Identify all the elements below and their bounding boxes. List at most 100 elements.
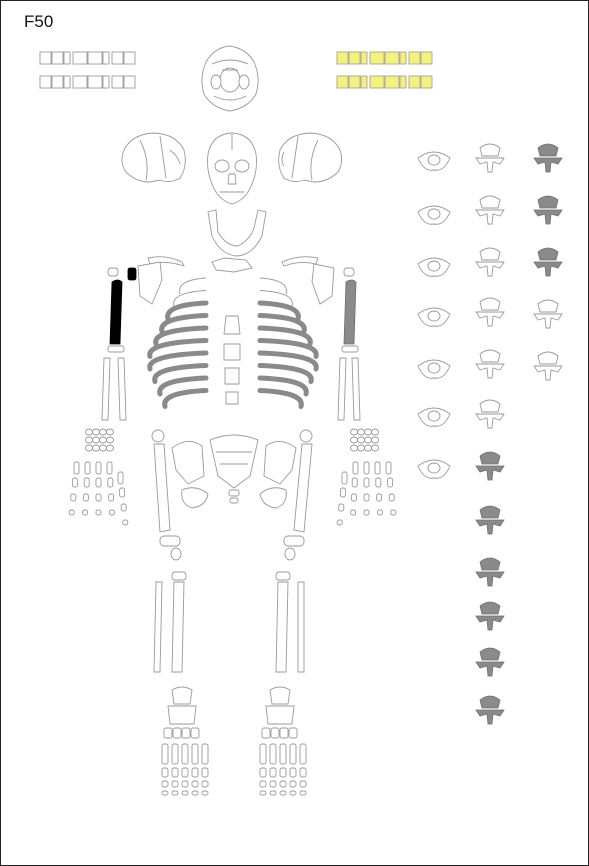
talus [172, 687, 192, 704]
vertebral-arch [534, 366, 562, 380]
tooth-box [112, 52, 123, 64]
vertebral-foramen [428, 261, 440, 271]
vertebral-arch [476, 414, 504, 428]
foot-bone [172, 791, 178, 795]
dentition-chart-permanent [337, 52, 432, 88]
tooth-box [124, 76, 135, 88]
hand-bone [386, 462, 391, 474]
hand-bone [377, 494, 382, 501]
tibia-fibula-right [276, 572, 304, 672]
hand-bone [364, 494, 369, 501]
vertebral-arch [476, 262, 504, 276]
foot-bone [280, 768, 286, 777]
hand-bone [364, 510, 369, 515]
carpal [372, 437, 379, 443]
hand-bone [340, 488, 345, 497]
vertebral-foramen [428, 311, 440, 321]
manubrium [212, 258, 252, 272]
tooth-box [337, 76, 348, 88]
tooth-box [385, 52, 399, 64]
foot-bone [260, 744, 266, 764]
carpal [100, 437, 107, 443]
vertebral-foramen [428, 209, 440, 219]
sternum [224, 316, 240, 404]
skull-anterior-view [208, 133, 257, 204]
ribs-left [150, 278, 206, 407]
tooth-box [103, 52, 109, 64]
carpal [100, 429, 107, 435]
cervical-vertebra [418, 152, 450, 170]
foot-bone [300, 768, 306, 777]
hand-bone [391, 510, 396, 515]
hand-bone [352, 478, 357, 487]
tooth-box [421, 76, 432, 88]
vertebral-body [480, 400, 500, 412]
tarsal [262, 728, 270, 738]
tooth-box [400, 76, 406, 88]
hand-bone [72, 478, 77, 487]
foot-bone [162, 744, 168, 764]
hand-bone [96, 494, 101, 501]
vertebra [476, 506, 504, 534]
tooth-box [409, 76, 420, 88]
hand-bone [364, 478, 369, 487]
humerus-right [342, 268, 358, 352]
hand-bone [96, 478, 101, 487]
mandible [208, 210, 266, 256]
foot-bone [280, 781, 286, 787]
vertebral-body [480, 452, 500, 464]
tooth-box [73, 52, 87, 64]
tooth-box [361, 52, 367, 64]
cervical-vertebra [418, 308, 450, 326]
vertebral-arch [534, 314, 562, 328]
hand-bone [108, 478, 113, 487]
cervical-vertebra [418, 258, 450, 276]
cervical-vertebra [418, 408, 450, 426]
foot-bone [300, 744, 306, 764]
foot-bone [192, 768, 198, 777]
scapula-right [312, 264, 334, 304]
foot-bone [172, 781, 178, 787]
vertebral-arch [476, 364, 504, 378]
tooth-box [40, 76, 51, 88]
humerus-left [108, 268, 136, 352]
vertebral-arch [476, 616, 504, 630]
carpal [93, 437, 100, 443]
tooth-box [64, 76, 70, 88]
foot-bone [162, 781, 168, 787]
carpal [358, 429, 365, 435]
vertebra [534, 248, 562, 276]
vertebra [534, 196, 562, 224]
tibia-fibula-left [154, 572, 186, 672]
foot-bone [202, 791, 208, 795]
tooth-box [124, 52, 135, 64]
foot-bone [172, 768, 178, 777]
foot-bone [202, 768, 208, 777]
vertebra [476, 196, 504, 224]
vertebra [476, 602, 504, 630]
foot-bone [202, 744, 208, 764]
tooth-box [400, 52, 406, 64]
hand-bone [351, 510, 356, 515]
vertebral-body [538, 144, 558, 156]
hand-left [69, 429, 128, 525]
foot-bone [182, 744, 188, 764]
sacrum [210, 435, 258, 488]
hand-bone [96, 510, 101, 515]
carpal [107, 445, 114, 451]
foot-bone [290, 781, 296, 787]
foot-right [260, 687, 306, 795]
tooth-box [88, 52, 102, 64]
hand-bone [375, 462, 380, 474]
vertebra [534, 300, 562, 328]
vertebra [476, 400, 504, 428]
vertebral-arch [476, 572, 504, 586]
cervical-vertebra [418, 360, 450, 378]
hand-bone [84, 478, 89, 487]
os-coxae-right [260, 441, 296, 508]
patella-right [285, 548, 295, 560]
tarsal [191, 728, 199, 738]
hand-bone [96, 462, 101, 474]
foot-bone [280, 791, 286, 795]
